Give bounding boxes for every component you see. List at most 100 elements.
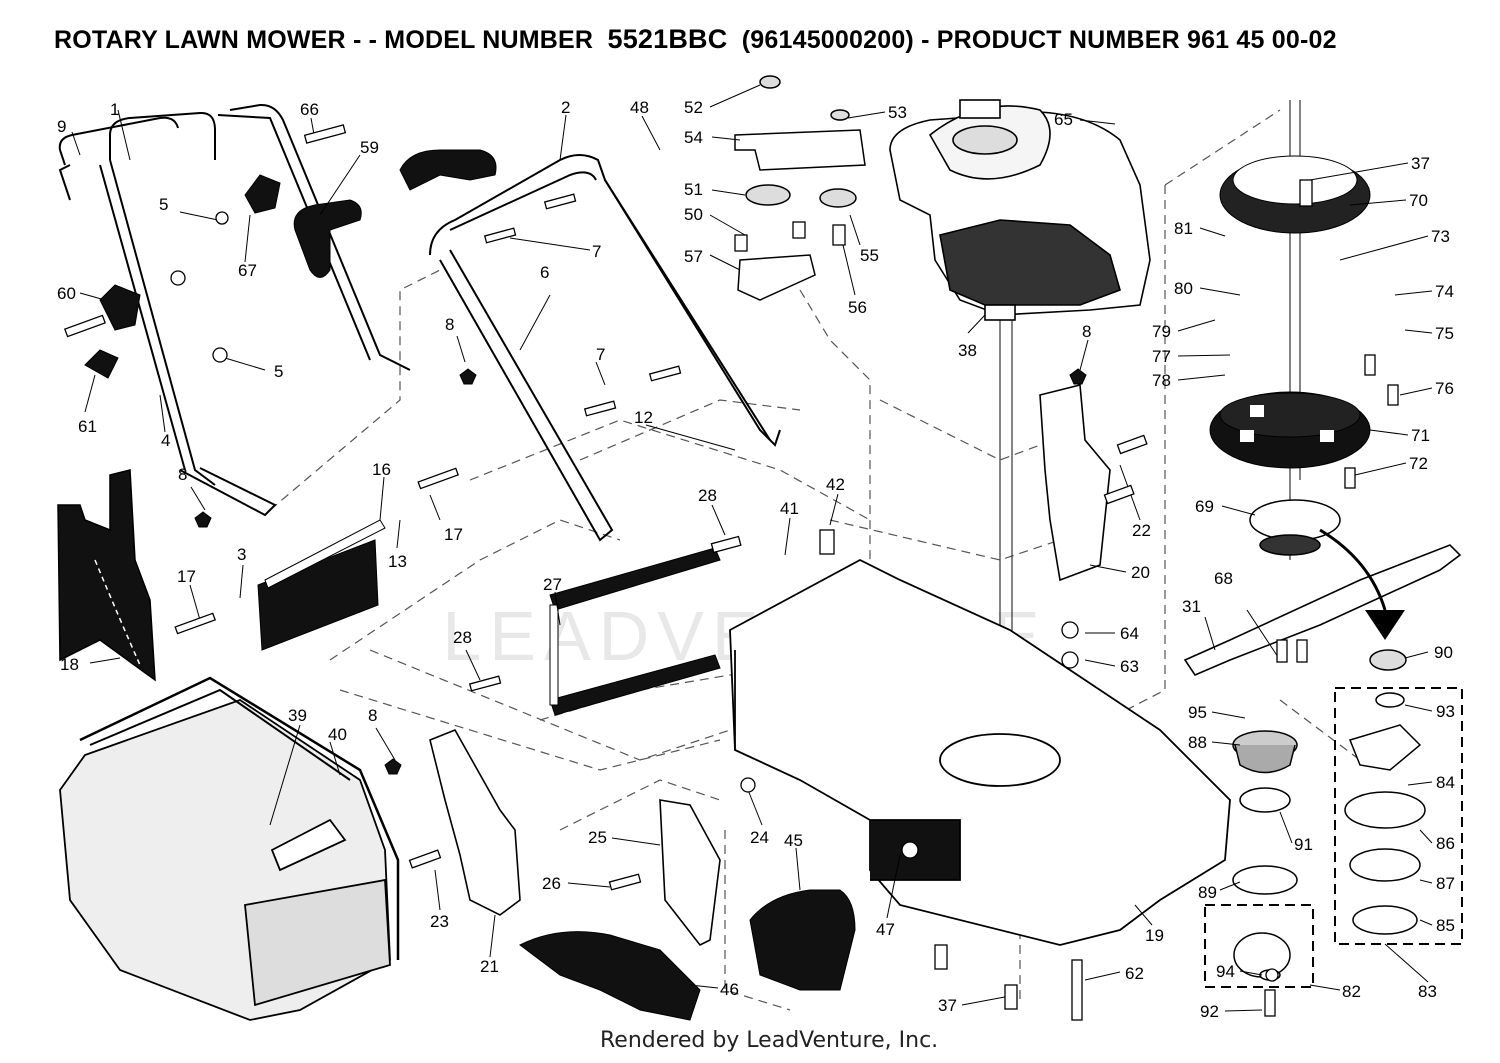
callout-59: 59 — [360, 138, 379, 157]
blade-adapter-70 — [1219, 155, 1371, 234]
callout-22: 22 — [1132, 521, 1151, 540]
page-title: ROTARY LAWN MOWER - - MODEL NUMBER 5521B… — [54, 24, 1474, 55]
fasteners — [64, 124, 1399, 1021]
rear-flap-18 — [57, 469, 156, 682]
assembly-guide-lines — [269, 109, 1361, 1011]
callout-73: 73 — [1431, 227, 1450, 246]
callout-63: 63 — [1120, 657, 1139, 676]
callout-25: 25 — [588, 828, 607, 847]
callout-86: 86 — [1436, 834, 1455, 853]
hub-69 — [1249, 499, 1341, 556]
callout-82: 82 — [1342, 982, 1361, 1001]
callout-13: 13 — [388, 552, 407, 571]
callout-62: 62 — [1125, 964, 1144, 983]
callout-46: 46 — [720, 980, 739, 999]
pulleys-51 — [745, 75, 857, 208]
hose-part — [293, 149, 497, 278]
height-bracket-20 — [1039, 383, 1111, 582]
callout-27: 27 — [543, 575, 562, 594]
callout-28: 28 — [698, 486, 717, 505]
callout-51: 51 — [684, 180, 703, 199]
callout-8: 8 — [178, 465, 187, 484]
callout-90: 90 — [1434, 643, 1453, 662]
callout-79: 79 — [1152, 322, 1171, 341]
grass-bag-40 — [59, 676, 400, 1021]
blade-31 — [1183, 544, 1462, 676]
callout-8: 8 — [368, 706, 377, 725]
callout-9: 9 — [57, 117, 66, 136]
height-bracket-21 — [429, 728, 521, 916]
callout-67: 67 — [238, 261, 257, 280]
callout-7: 7 — [592, 242, 601, 261]
brake-drum-71 — [1209, 391, 1371, 469]
callout-31: 31 — [1182, 597, 1201, 616]
bearing-parts — [1232, 649, 1426, 981]
dashed-box-82 — [1204, 904, 1314, 988]
mower-deck-19 — [729, 558, 1231, 946]
callout-61: 61 — [78, 417, 97, 436]
callout-76: 76 — [1435, 379, 1454, 398]
callout-16: 16 — [372, 460, 391, 479]
callout-83: 83 — [1418, 982, 1437, 1001]
callout-5: 5 — [159, 195, 168, 214]
callout-21: 21 — [480, 957, 499, 976]
callout-37: 37 — [938, 996, 957, 1015]
engine-38 — [889, 99, 1151, 321]
rear-axle-27 — [549, 547, 721, 716]
callout-81: 81 — [1174, 219, 1193, 238]
callout-74: 74 — [1435, 282, 1454, 301]
callout-55: 55 — [860, 246, 879, 265]
callout-40: 40 — [328, 725, 347, 744]
upper-handle — [429, 154, 781, 542]
callout-18: 18 — [60, 655, 79, 674]
callout-84: 84 — [1436, 773, 1455, 792]
control-bracket-54 — [734, 129, 866, 301]
callout-60: 60 — [57, 284, 76, 303]
callout-69: 69 — [1195, 497, 1214, 516]
callout-37: 37 — [1411, 154, 1430, 173]
callout-72: 72 — [1409, 454, 1428, 473]
lower-handle — [99, 103, 411, 517]
callout-70: 70 — [1409, 191, 1428, 210]
bail-bar — [58, 116, 179, 201]
callout-20: 20 — [1131, 563, 1150, 582]
callout-39: 39 — [288, 706, 307, 725]
callout-56: 56 — [848, 298, 867, 317]
flap-46 — [519, 931, 701, 1021]
title-prefix: ROTARY LAWN MOWER - - MODEL NUMBER — [54, 26, 594, 54]
callout-45: 45 — [784, 831, 803, 850]
rotation-arrow — [1319, 528, 1405, 640]
callout-75: 75 — [1435, 324, 1454, 343]
callout-87: 87 — [1436, 874, 1455, 893]
callout-54: 54 — [684, 128, 703, 147]
callout-3: 3 — [237, 545, 246, 564]
callout-50: 50 — [684, 205, 703, 224]
callout-2: 2 — [561, 98, 570, 117]
callout-7: 7 — [596, 345, 605, 364]
leader-lines — [71, 84, 1433, 1012]
callout-24: 24 — [750, 828, 769, 847]
callout-48: 48 — [630, 98, 649, 117]
callout-labels: 9 1 66 59 2 48 52 53 54 51 50 55 57 56 6… — [57, 98, 1455, 1021]
callout-77: 77 — [1152, 347, 1171, 366]
callout-41: 41 — [780, 499, 799, 518]
callout-8: 8 — [1082, 322, 1091, 341]
callout-88: 88 — [1188, 733, 1207, 752]
callout-23: 23 — [430, 912, 449, 931]
callout-1: 1 — [110, 100, 119, 119]
callout-38: 38 — [958, 341, 977, 360]
callout-71: 71 — [1411, 426, 1430, 445]
rear-door-16 — [257, 519, 386, 651]
callout-53: 53 — [888, 103, 907, 122]
callout-57: 57 — [684, 247, 703, 266]
handle-knobs — [84, 174, 1087, 775]
callout-8: 8 — [445, 315, 454, 334]
callout-17: 17 — [444, 525, 463, 544]
callout-47: 47 — [876, 920, 895, 939]
callout-52: 52 — [684, 98, 703, 117]
callout-66: 66 — [300, 100, 319, 119]
callout-89: 89 — [1198, 883, 1217, 902]
callout-94: 94 — [1216, 962, 1235, 981]
callout-78: 78 — [1152, 371, 1171, 390]
